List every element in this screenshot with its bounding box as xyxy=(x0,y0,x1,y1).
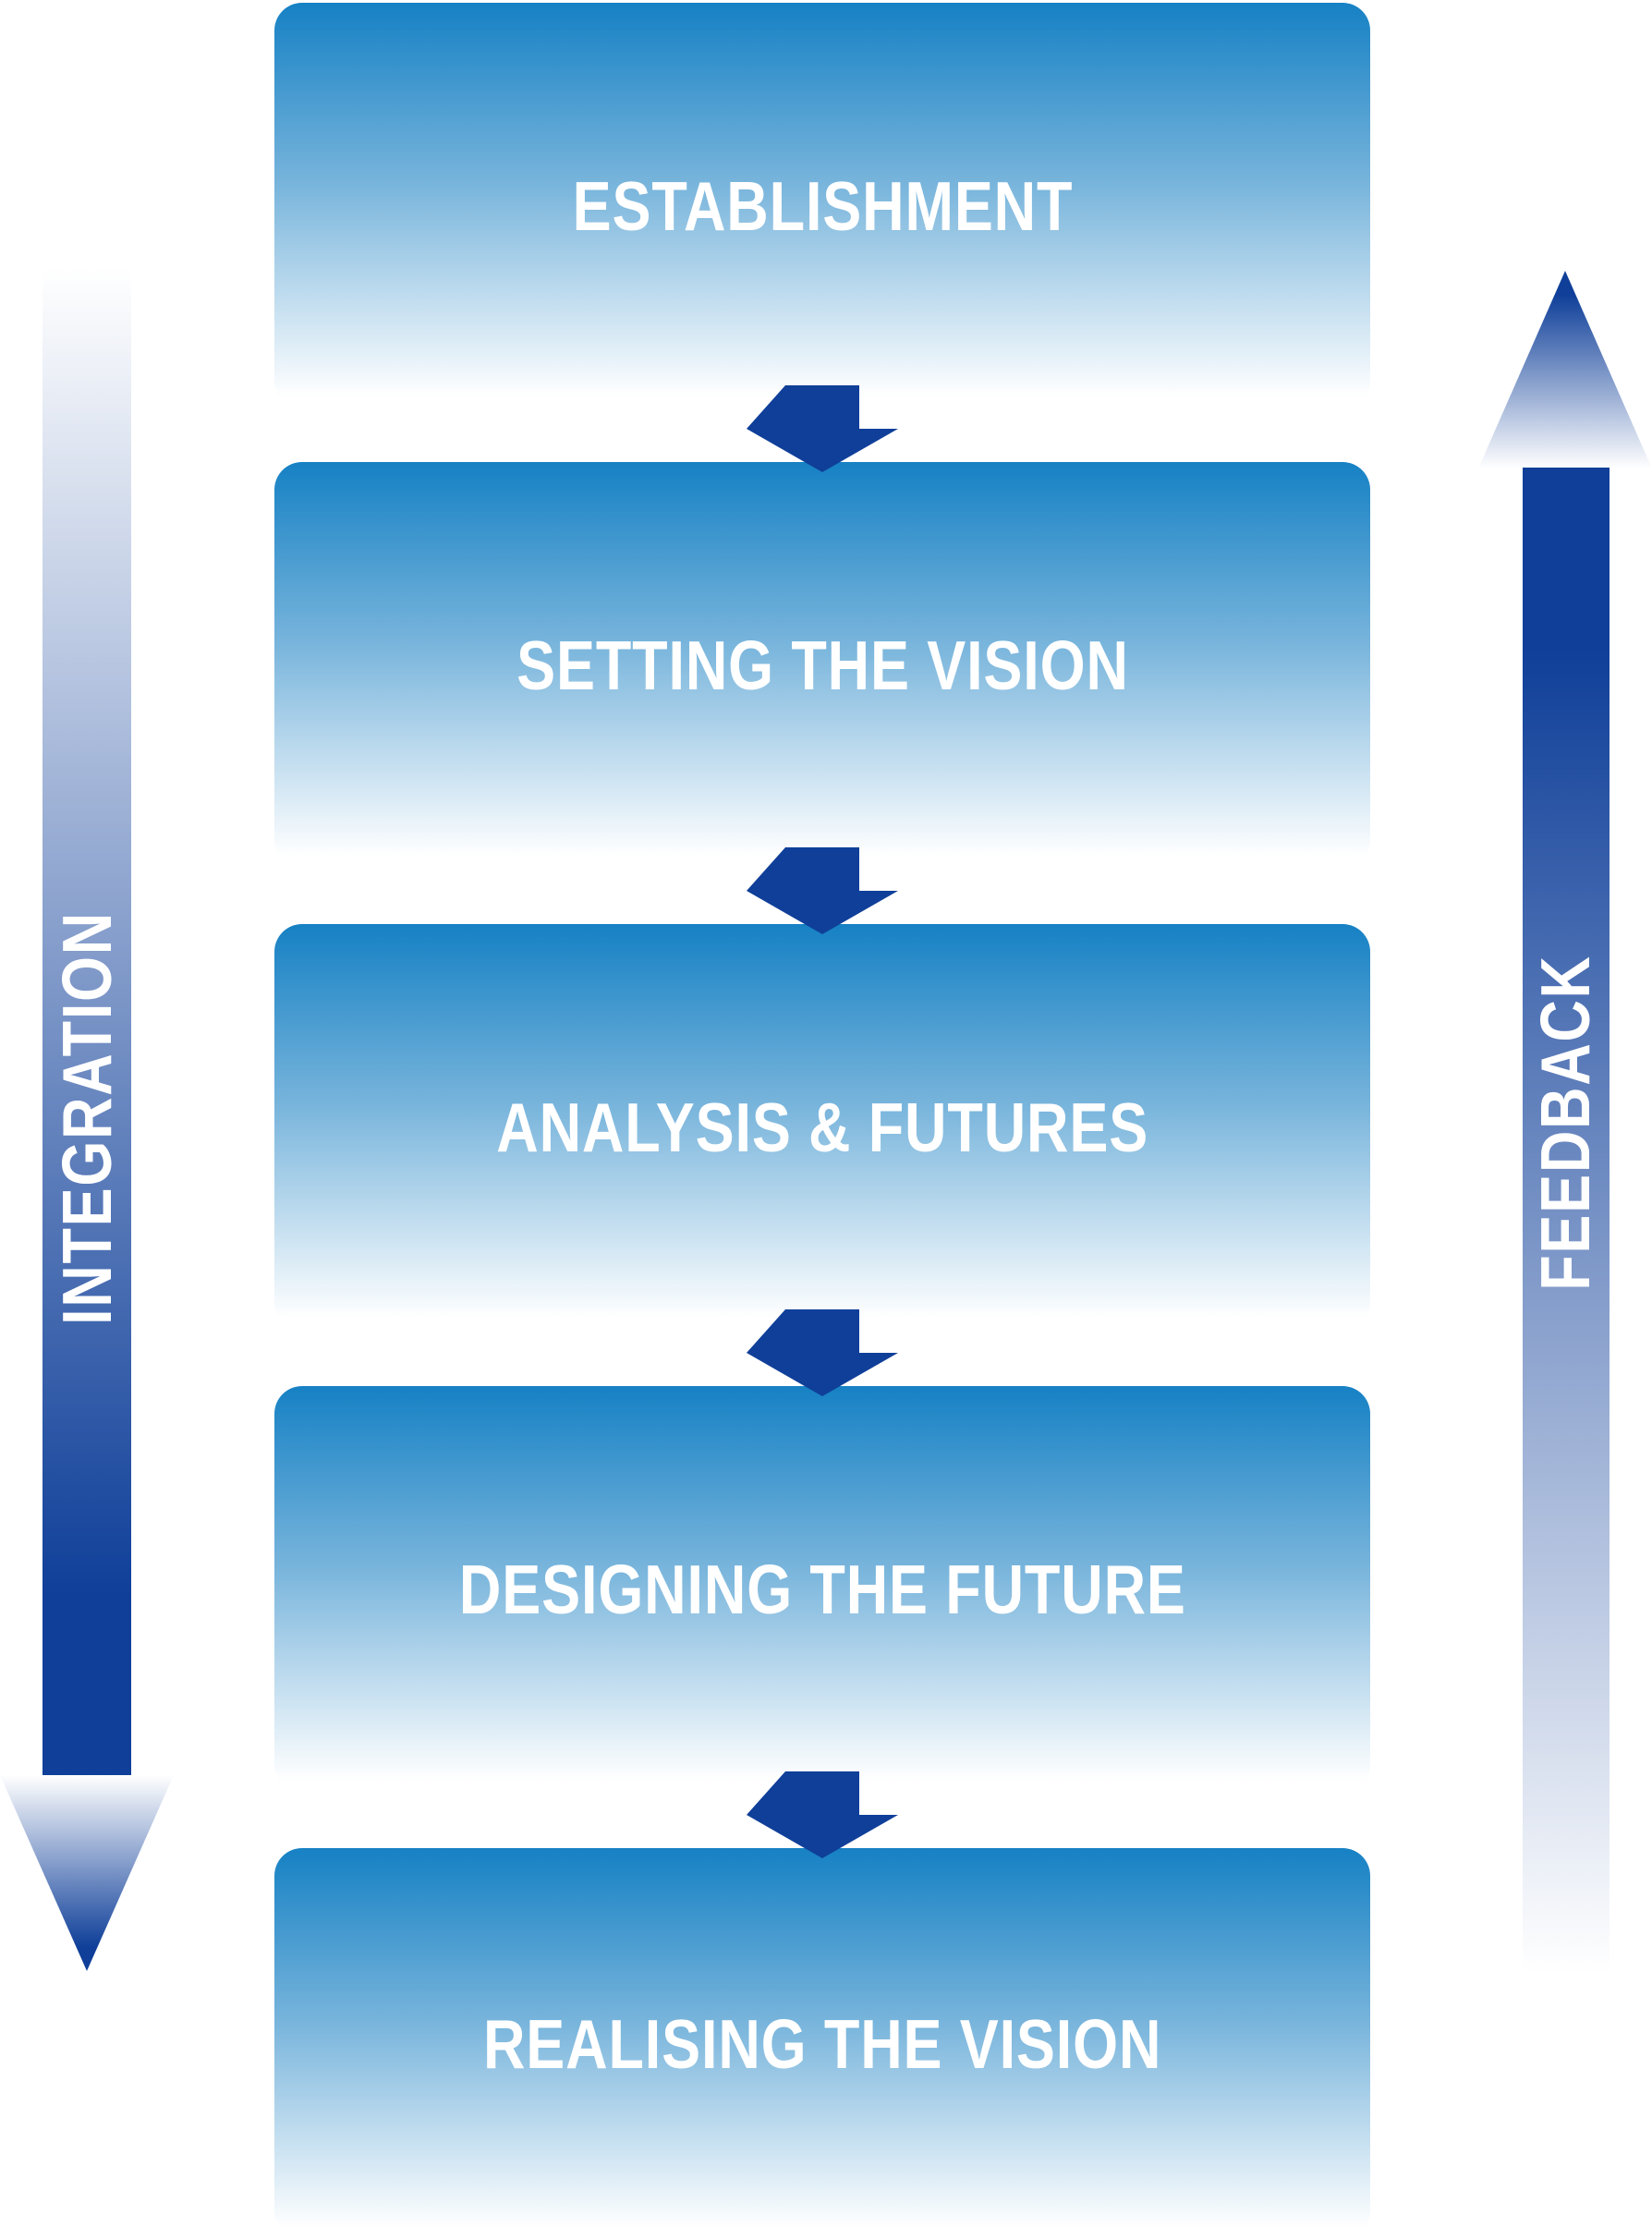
stage-box-realising-the-vision: REALISING THE VISION xyxy=(274,1848,1370,2239)
stage-box-analysis-and-futures: ANALYSIS & FUTURES xyxy=(274,924,1370,1331)
stage-label-designing-the-future: DESIGNING THE FUTURE xyxy=(458,1551,1186,1628)
down-arrow-icon xyxy=(747,1771,898,1858)
stage-box-setting-the-vision: SETTING THE VISION xyxy=(274,462,1370,869)
stage-label-setting-the-vision: SETTING THE VISION xyxy=(516,627,1129,704)
feedback-arrow-icon xyxy=(1478,271,1652,1973)
down-arrow-icon xyxy=(747,1309,898,1396)
stage-box-designing-the-future: DESIGNING THE FUTURE xyxy=(274,1386,1370,1793)
integration-label: INTEGRATION xyxy=(48,911,126,1325)
stage-label-analysis-and-futures: ANALYSIS & FUTURES xyxy=(496,1089,1148,1166)
feedback-label: FEEDBACK xyxy=(1526,955,1604,1291)
integration-arrow-icon xyxy=(0,268,174,1971)
stage-label-establishment: ESTABLISHMENT xyxy=(572,167,1073,245)
stage-box-establishment: ESTABLISHMENT xyxy=(274,3,1370,409)
down-arrow-icon xyxy=(747,385,898,472)
down-arrow-icon xyxy=(747,847,898,934)
stage-label-realising-the-vision: REALISING THE VISION xyxy=(482,2004,1162,2083)
